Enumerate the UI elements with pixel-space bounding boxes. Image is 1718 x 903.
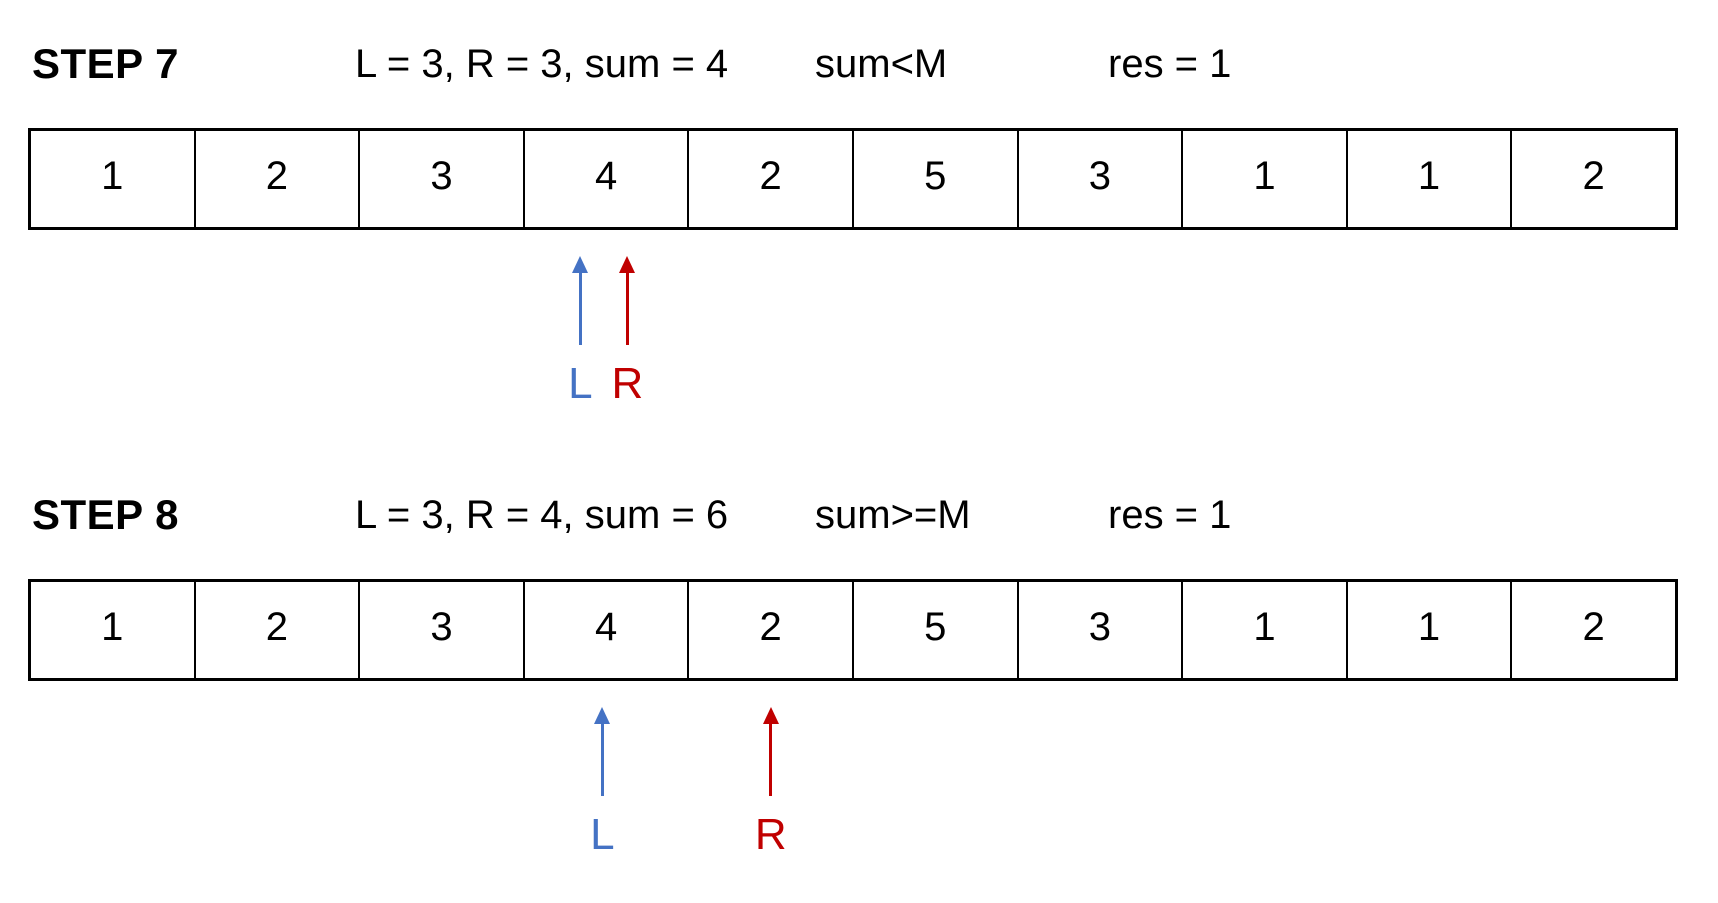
array-cell-7: 1 (1181, 582, 1346, 678)
condition-text: sum>=M (815, 493, 971, 537)
left-pointer-arrow-icon (571, 256, 589, 345)
array-cell-0: 1 (101, 153, 124, 198)
array-cell-2: 3 (358, 582, 523, 678)
condition-text: sum<M (815, 42, 948, 86)
arrow-head (619, 256, 636, 273)
step-8-section: STEP 8 L = 3, R = 4, sum = 6 sum>=M res … (0, 451, 1718, 903)
right-pointer-label: R (611, 359, 644, 408)
right-pointer-arrow-icon (618, 256, 636, 345)
array-cell-6: 3 (1016, 582, 1182, 678)
array-cell-1: 2 (193, 582, 359, 678)
left-pointer-label: L (568, 359, 593, 408)
array-cell-9: 2 (1510, 582, 1675, 678)
result-text: res = 1 (1108, 42, 1232, 86)
left-pointer-label: L (590, 810, 615, 859)
arrow-stem (769, 723, 773, 796)
array-cell-3: 4 (522, 131, 688, 227)
step-7-section: STEP 7 L = 3, R = 3, sum = 4 sum<M res =… (28, 40, 1678, 408)
left-pointer-arrow-icon (593, 707, 611, 796)
step-title: STEP 8 (32, 491, 179, 538)
arrow-stem (600, 723, 604, 796)
array-cell-4: 2 (687, 582, 852, 678)
arrow-stem (625, 272, 629, 345)
array-cell-6: 3 (1016, 131, 1182, 227)
array-cell-3: 4 (522, 582, 688, 678)
arrow-head (594, 707, 611, 724)
array-cell-7: 1 (1181, 131, 1346, 227)
array-cell-1: 2 (193, 131, 359, 227)
arrow-head (762, 707, 779, 724)
array-cell-0: 1 (101, 604, 124, 649)
arrow-stem (578, 272, 582, 345)
array-cell-4: 2 (687, 131, 852, 227)
array-cell-5: 5 (851, 582, 1017, 678)
right-pointer-arrow-icon (762, 707, 780, 796)
array-cell-2: 3 (358, 131, 523, 227)
pointer-state-text: L = 3, R = 4, sum = 6 (355, 493, 729, 537)
result-text: res = 1 (1108, 493, 1232, 537)
array-cell-8: 1 (1345, 131, 1511, 227)
step-title: STEP 7 (32, 40, 179, 87)
right-pointer-label: R (754, 810, 787, 859)
pointer-state-text: L = 3, R = 3, sum = 4 (355, 42, 729, 86)
arrow-head (572, 256, 589, 273)
array-cell-9: 2 (1510, 131, 1675, 227)
array-cell-8: 1 (1345, 582, 1511, 678)
array-cell-5: 5 (851, 131, 1017, 227)
